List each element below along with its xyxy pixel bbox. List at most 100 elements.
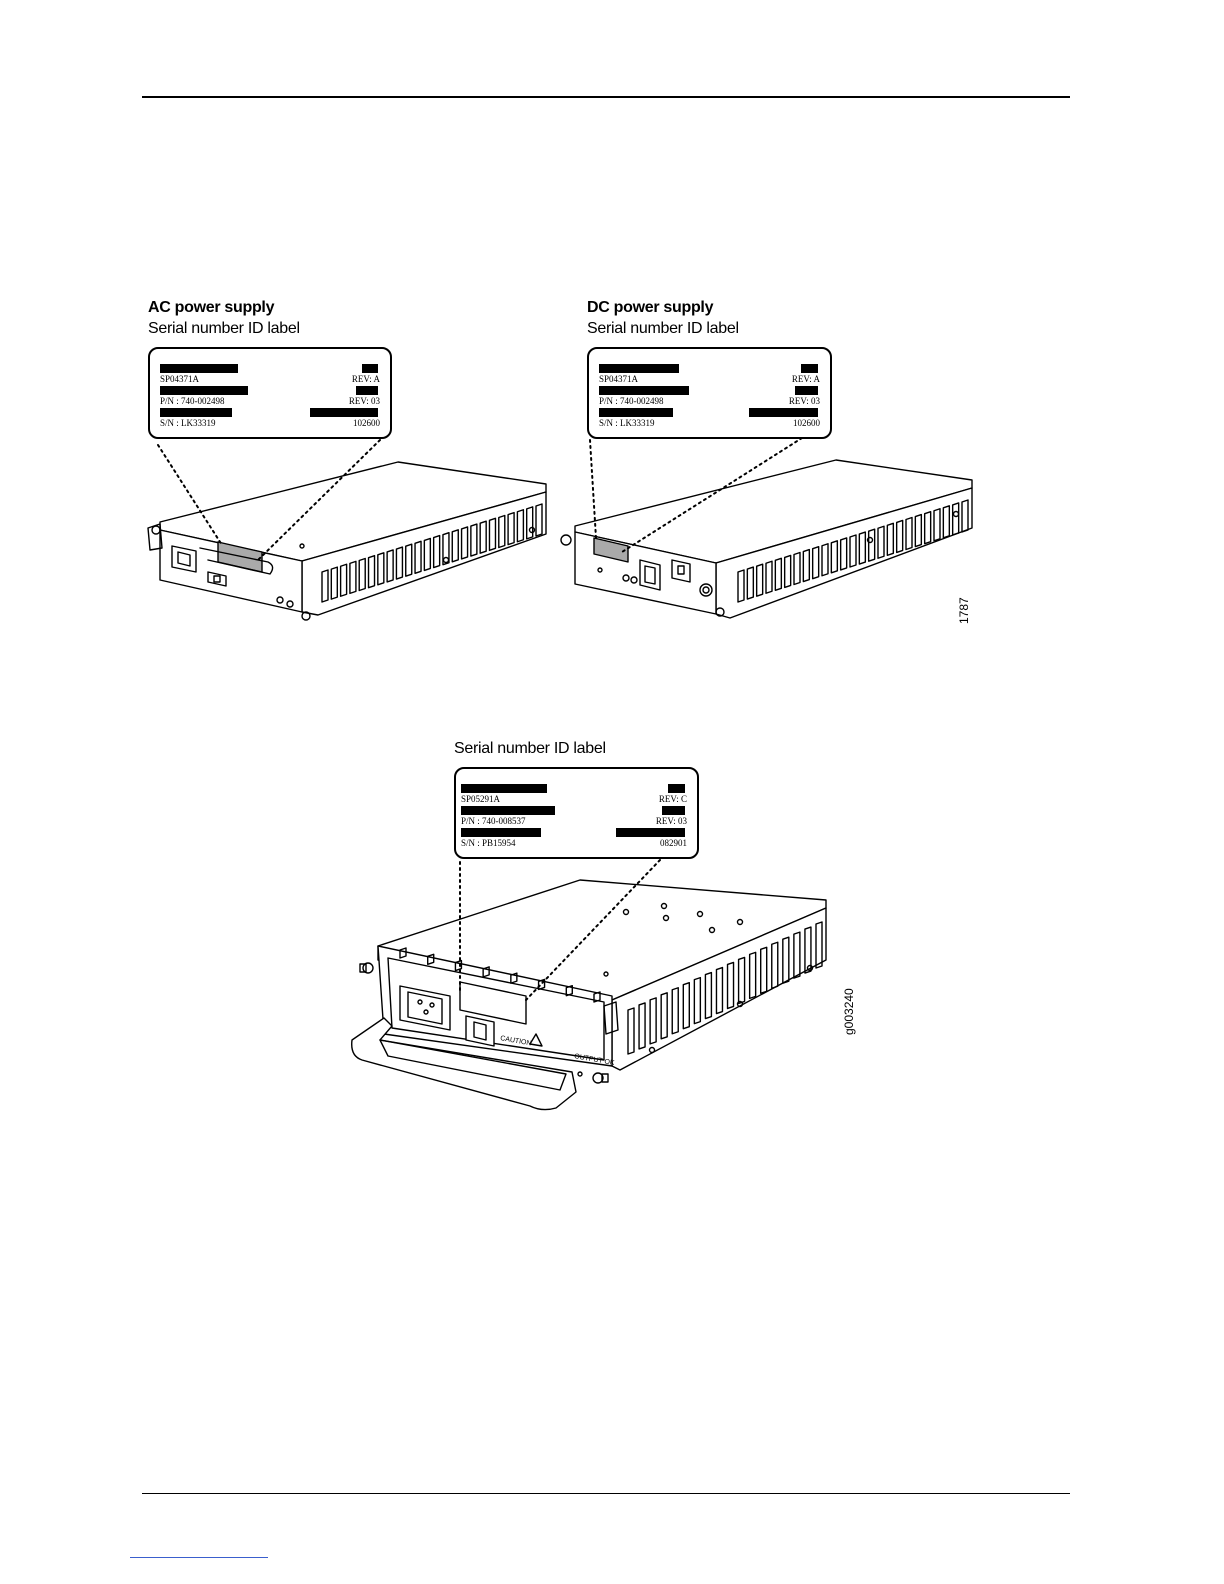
redaction-bar bbox=[801, 364, 818, 373]
vent-slot bbox=[737, 569, 745, 603]
vent-slot bbox=[358, 557, 366, 592]
vent-slot bbox=[704, 971, 713, 1020]
dc-label-caption: Serial number ID label bbox=[587, 320, 739, 337]
vent-slot bbox=[774, 557, 783, 592]
vent-slot bbox=[339, 563, 348, 597]
label-date: 102600 bbox=[793, 418, 820, 428]
label-model: SP04371A bbox=[160, 374, 200, 384]
label-part-number: P/N : 740-008537 bbox=[461, 816, 526, 826]
redaction-bar bbox=[749, 408, 818, 417]
vent-slot bbox=[693, 976, 702, 1025]
redaction-bar bbox=[310, 408, 378, 417]
vent-slot bbox=[535, 503, 543, 537]
vent-slot bbox=[649, 997, 657, 1045]
vent-slot bbox=[386, 549, 394, 583]
vent-slot bbox=[638, 1002, 646, 1050]
footer-link-underline bbox=[130, 1557, 268, 1558]
vent-slot bbox=[565, 985, 573, 997]
vent-slot bbox=[771, 941, 779, 989]
vent-slot bbox=[802, 548, 811, 583]
vent-slot bbox=[760, 946, 768, 994]
redaction-bar bbox=[461, 784, 547, 793]
vent-slot bbox=[405, 543, 413, 577]
redaction-bar bbox=[599, 386, 689, 395]
redaction-bar bbox=[160, 364, 238, 373]
vent-slot bbox=[815, 921, 823, 969]
label-part-number: P/N : 740-002498 bbox=[160, 396, 225, 406]
ac-power-supply-drawing bbox=[147, 461, 547, 621]
vent-slot bbox=[886, 522, 895, 557]
vent-slot bbox=[454, 959, 463, 972]
label-date: 082901 bbox=[660, 838, 687, 848]
vent-slot bbox=[895, 519, 904, 554]
label-rev: REV: A bbox=[791, 374, 820, 384]
ac-vents bbox=[321, 503, 543, 603]
header-rule bbox=[142, 96, 1070, 98]
vent-slot bbox=[923, 510, 932, 545]
vent-slot bbox=[488, 517, 497, 552]
vent-slot bbox=[498, 514, 506, 549]
vent-slot bbox=[427, 953, 435, 965]
vent-slot bbox=[442, 531, 450, 566]
vent-slot bbox=[414, 540, 422, 575]
vent-slot bbox=[460, 526, 469, 560]
redaction-bar bbox=[362, 364, 378, 373]
vent-slot bbox=[830, 540, 839, 574]
vent-slot bbox=[951, 502, 960, 536]
fig2-power-supply-drawing bbox=[351, 879, 827, 1111]
vent-slot bbox=[867, 528, 876, 562]
vent-slot bbox=[525, 506, 534, 540]
vent-slot bbox=[905, 516, 913, 551]
vent-slot bbox=[715, 966, 724, 1015]
vent-slot bbox=[671, 987, 679, 1035]
redaction-bar bbox=[461, 806, 555, 815]
redaction-bar bbox=[599, 364, 679, 373]
vent-slot bbox=[821, 543, 829, 577]
vent-slot bbox=[877, 525, 885, 559]
vent-slot bbox=[516, 509, 525, 543]
vent-slot bbox=[755, 563, 764, 597]
vent-slot bbox=[367, 554, 376, 589]
label-part-number: P/N : 740-002498 bbox=[599, 396, 664, 406]
vent-slot bbox=[432, 534, 441, 569]
dc-vents bbox=[737, 499, 969, 603]
vent-slot bbox=[330, 566, 339, 600]
label-model: SP05291A bbox=[461, 794, 501, 804]
vent-slot bbox=[933, 508, 941, 542]
redaction-bar bbox=[668, 784, 685, 793]
vent-slot bbox=[321, 569, 329, 603]
vent-slot bbox=[479, 520, 487, 554]
vent-slot bbox=[507, 511, 515, 546]
redaction-bar bbox=[795, 386, 818, 395]
vent-slot bbox=[782, 936, 790, 984]
vent-slot bbox=[849, 534, 857, 568]
label-date: 102600 bbox=[353, 418, 380, 428]
footer-rule bbox=[142, 1493, 1070, 1494]
vent-slot bbox=[783, 554, 792, 589]
vent-slot bbox=[399, 947, 407, 959]
vent-slot bbox=[811, 545, 820, 580]
dc-serial-label: SP04371A REV: A P/N : 740-002498 REV: 03… bbox=[587, 347, 832, 439]
redaction-bar bbox=[662, 806, 685, 815]
redaction-bar bbox=[616, 828, 685, 837]
leader-lines bbox=[157, 437, 803, 1001]
fig2-serial-label: SP05291A REV: C P/N : 740-008537 REV: 03… bbox=[454, 767, 699, 859]
vent-slot bbox=[858, 531, 867, 565]
label-rev: REV: 03 bbox=[655, 816, 687, 826]
vent-slot bbox=[482, 966, 490, 978]
vent-slot bbox=[627, 1007, 635, 1055]
vent-slot bbox=[804, 926, 812, 974]
vent-slot bbox=[765, 560, 773, 594]
vent-slot bbox=[593, 991, 601, 1003]
vent-slot bbox=[746, 566, 755, 600]
ac-serial-label: SP04371A REV: A P/N : 740-002498 REV: 03… bbox=[148, 347, 392, 439]
label-serial-number: S/N : PB15954 bbox=[461, 838, 516, 848]
vent-slot bbox=[349, 560, 357, 595]
vent-slot bbox=[914, 513, 923, 548]
ac-label-caption: Serial number ID label bbox=[148, 320, 300, 337]
vent-slot bbox=[395, 546, 404, 580]
redaction-bar bbox=[356, 386, 378, 395]
label-serial-number: S/N : LK33319 bbox=[160, 418, 216, 428]
label-rev: REV: C bbox=[658, 794, 687, 804]
vent-slot bbox=[748, 951, 757, 1000]
